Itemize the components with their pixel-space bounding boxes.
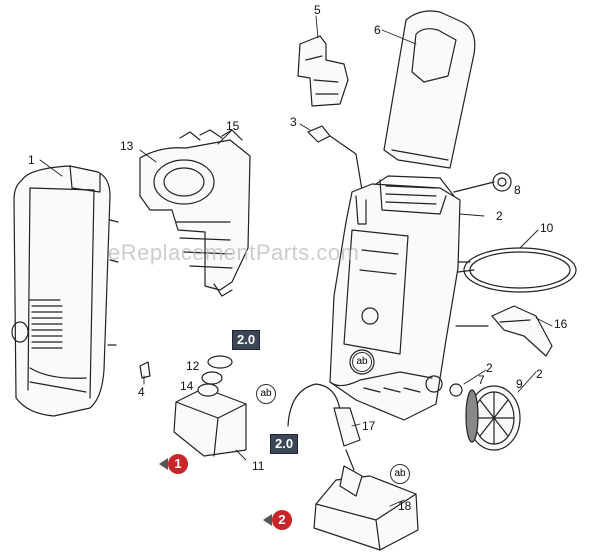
nozzle-part bbox=[455, 305, 553, 357]
suction-hose-part bbox=[287, 383, 361, 471]
knob-part bbox=[453, 172, 512, 193]
bracket-part bbox=[139, 129, 251, 297]
callout-4: 4 bbox=[138, 385, 145, 399]
callout-9: 9 bbox=[516, 377, 523, 391]
callout-13: 13 bbox=[120, 139, 134, 153]
ab-symbol: ab bbox=[256, 384, 276, 404]
leader-lines bbox=[39, 15, 553, 507]
marker-2[interactable]: 2 bbox=[263, 510, 292, 530]
detergent-tank-part bbox=[173, 355, 247, 457]
water-tank-part bbox=[313, 465, 419, 551]
callout-2-right: 2 bbox=[536, 367, 543, 381]
hose-part bbox=[457, 247, 577, 293]
ab-symbol: ab bbox=[352, 352, 372, 372]
callout-11: 11 bbox=[252, 459, 265, 473]
callout-6: 6 bbox=[374, 23, 381, 37]
main-housing-part bbox=[329, 175, 461, 421]
version-badge: 2.0 bbox=[232, 330, 261, 350]
callout-14: 14 bbox=[180, 379, 194, 393]
callout-2-mid: 2 bbox=[486, 361, 493, 375]
callout-12: 12 bbox=[186, 359, 200, 373]
watermark-text: eReplacementParts.com bbox=[108, 240, 360, 265]
callout-5: 5 bbox=[314, 3, 321, 17]
handle-bracket-part bbox=[297, 35, 349, 107]
marker-1[interactable]: 1 bbox=[159, 454, 188, 474]
wheel-part bbox=[449, 383, 521, 451]
screw-part bbox=[139, 361, 151, 379]
callout-1: 1 bbox=[28, 153, 35, 167]
callout-8: 8 bbox=[514, 183, 521, 197]
ab-symbol: ab bbox=[390, 464, 410, 484]
callout-15: 15 bbox=[226, 119, 240, 133]
callout-18: 18 bbox=[398, 499, 412, 513]
front-cover-part bbox=[11, 165, 119, 417]
callout-2-top: 2 bbox=[496, 209, 503, 223]
version-badge: 2.0 bbox=[270, 434, 299, 454]
callout-10: 10 bbox=[540, 221, 554, 235]
callout-7: 7 bbox=[478, 373, 485, 387]
connector-part bbox=[307, 125, 363, 191]
callout-16: 16 bbox=[554, 317, 568, 331]
callout-3: 3 bbox=[290, 115, 297, 129]
handle-part bbox=[383, 10, 476, 169]
callout-17: 17 bbox=[362, 419, 376, 433]
